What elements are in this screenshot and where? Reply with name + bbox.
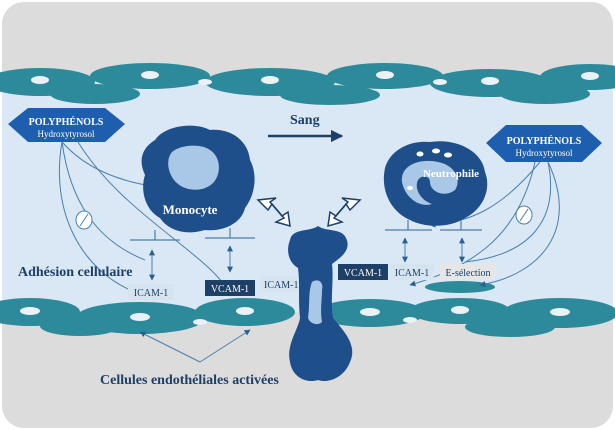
adhesion-label: Adhésion cellulaire (18, 265, 132, 280)
neutrophil-cell: Neutrophile (383, 141, 488, 226)
receptor-stems (130, 220, 482, 241)
vcam1-left-label: VCAM-1 (211, 284, 249, 295)
blood-label: Sang (290, 113, 320, 128)
polyphenols-left-subtitle: Hydroxytyrosol (38, 129, 95, 139)
monocyte-label: Monocyte (163, 202, 218, 217)
icam1-right-box: ICAM-1 (390, 264, 434, 280)
vcam1-left-box: VCAM-1 (205, 280, 255, 296)
open-arrow-left (256, 197, 291, 228)
open-arrow-right (327, 197, 362, 228)
endothelial-pointer-lines (139, 329, 251, 363)
vcam1-right-box: VCAM-1 (338, 264, 388, 280)
polyphenols-left-title: POLYPHÉNOLS (29, 116, 104, 128)
polyphenols-right-subtitle: Hydroxytyrosol (516, 148, 573, 158)
neutrophil-label: Neutrophile (423, 168, 479, 180)
icam1-mid-label: ICAM-1 (264, 280, 298, 291)
bottom-cell-nuclei (20, 306, 570, 325)
polyphenols-left-badge: POLYPHÉNOLS Hydroxytyrosol (8, 108, 125, 142)
left-inhibition-symbol (75, 210, 93, 230)
endothelial-label: Cellules endothéliales activées (100, 373, 279, 388)
transmigrating-leukocyte (288, 226, 353, 382)
monocyte-cell: Monocyte (141, 125, 255, 233)
right-inhibition-symbol (515, 205, 533, 225)
eselection-box: E-sélection (440, 264, 496, 280)
polyphenols-right-title: POLYPHÉNOLS (507, 135, 582, 147)
top-endothelial-layer (0, 63, 615, 105)
polyphenols-right-badge: POLYPHÉNOLS Hydroxytyrosol (486, 125, 602, 162)
icam1-left-box: ICAM-1 (128, 284, 174, 300)
top-cell-nuclei (31, 71, 599, 85)
vcam1-right-label: VCAM-1 (344, 268, 382, 279)
receptor-binding-arrows (149, 237, 465, 281)
eselection-label: E-sélection (446, 268, 491, 279)
icam1-mid-box: ICAM-1 (260, 276, 298, 292)
icam1-right-label: ICAM-1 (395, 268, 429, 279)
icam1-left-label: ICAM-1 (134, 288, 168, 299)
